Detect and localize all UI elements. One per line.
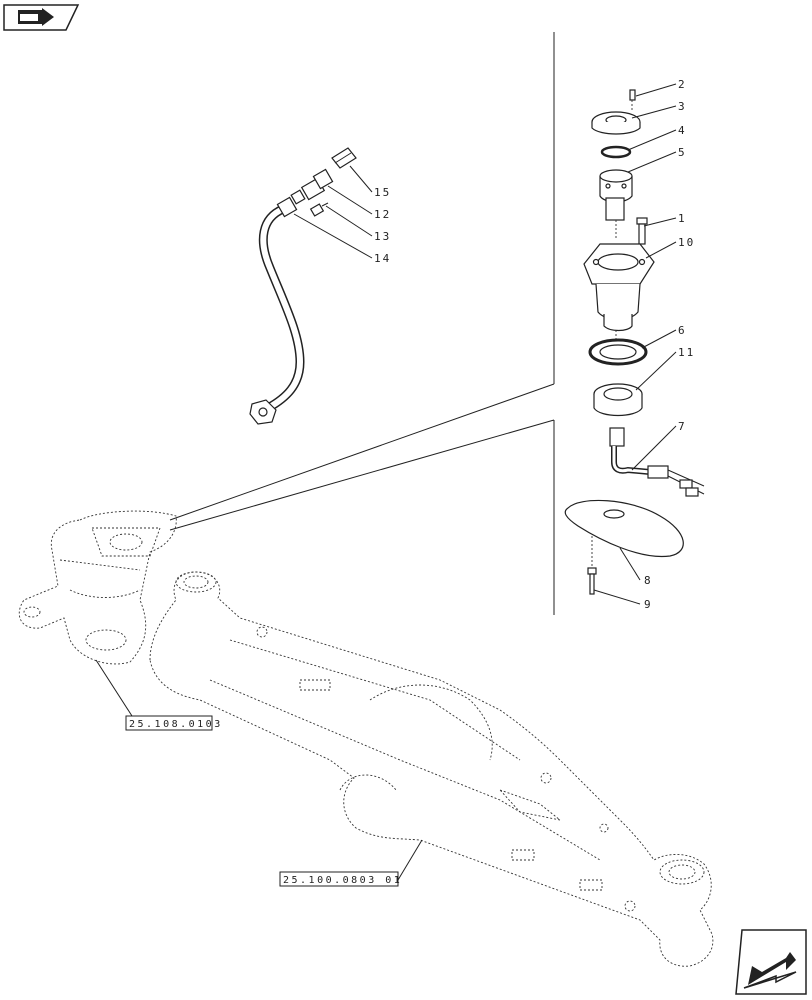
callout-10: 10 xyxy=(678,236,695,249)
axle-housing xyxy=(149,571,714,967)
sensor-stack xyxy=(564,89,705,595)
next-page-arrow-icon[interactable] xyxy=(735,929,807,995)
screw-part-2 xyxy=(629,89,636,110)
callout-3: 3 xyxy=(678,100,687,113)
callout-5: 5 xyxy=(678,146,687,159)
hose-fitting xyxy=(276,189,306,218)
callout-13: 13 xyxy=(374,230,391,243)
callout-11: 11 xyxy=(678,346,695,359)
steering-knuckle xyxy=(18,510,177,665)
callout-14: 14 xyxy=(374,252,391,265)
bolt-part-1 xyxy=(636,217,648,245)
ref-label-knuckle: 25.108.0103 xyxy=(129,719,223,730)
hose-leaders xyxy=(293,165,373,259)
hose-assembly xyxy=(249,147,357,425)
seal-part-6 xyxy=(588,338,648,366)
small-bolt xyxy=(309,202,329,217)
ref-leader-axle xyxy=(397,839,423,881)
divider-lines xyxy=(169,32,555,615)
callout-1: 1 xyxy=(678,212,687,225)
callout-9: 9 xyxy=(644,598,653,611)
prev-page-arrow-icon[interactable] xyxy=(3,4,80,31)
callout-4: 4 xyxy=(678,124,687,137)
ref-leader-knuckle xyxy=(95,659,133,717)
ref-box-axle[interactable]: 25.100.0803 01 xyxy=(279,871,402,887)
ref-box-knuckle[interactable]: 25.108.0103 xyxy=(125,715,223,731)
callout-2: 2 xyxy=(678,78,687,91)
callout-12: 12 xyxy=(374,208,391,221)
plate-part-8 xyxy=(564,499,684,558)
sensor-part-7 xyxy=(609,427,705,497)
o-ring-part-4 xyxy=(600,145,632,159)
stack-leaders xyxy=(593,83,677,605)
callout-7: 7 xyxy=(678,420,687,433)
housing-part-10 xyxy=(583,243,655,332)
hose-nut xyxy=(249,399,277,425)
callout-6: 6 xyxy=(678,324,687,337)
bearing-part-11 xyxy=(593,383,643,417)
bushing-part-5 xyxy=(599,169,633,221)
flange-cap-part-3 xyxy=(591,111,641,135)
union-fitting xyxy=(300,168,334,201)
screw-part-9 xyxy=(587,567,597,595)
callout-15: 15 xyxy=(374,186,391,199)
cap-part xyxy=(331,147,357,169)
callout-8: 8 xyxy=(644,574,653,587)
ref-label-axle: 25.100.0803 01 xyxy=(283,875,402,886)
